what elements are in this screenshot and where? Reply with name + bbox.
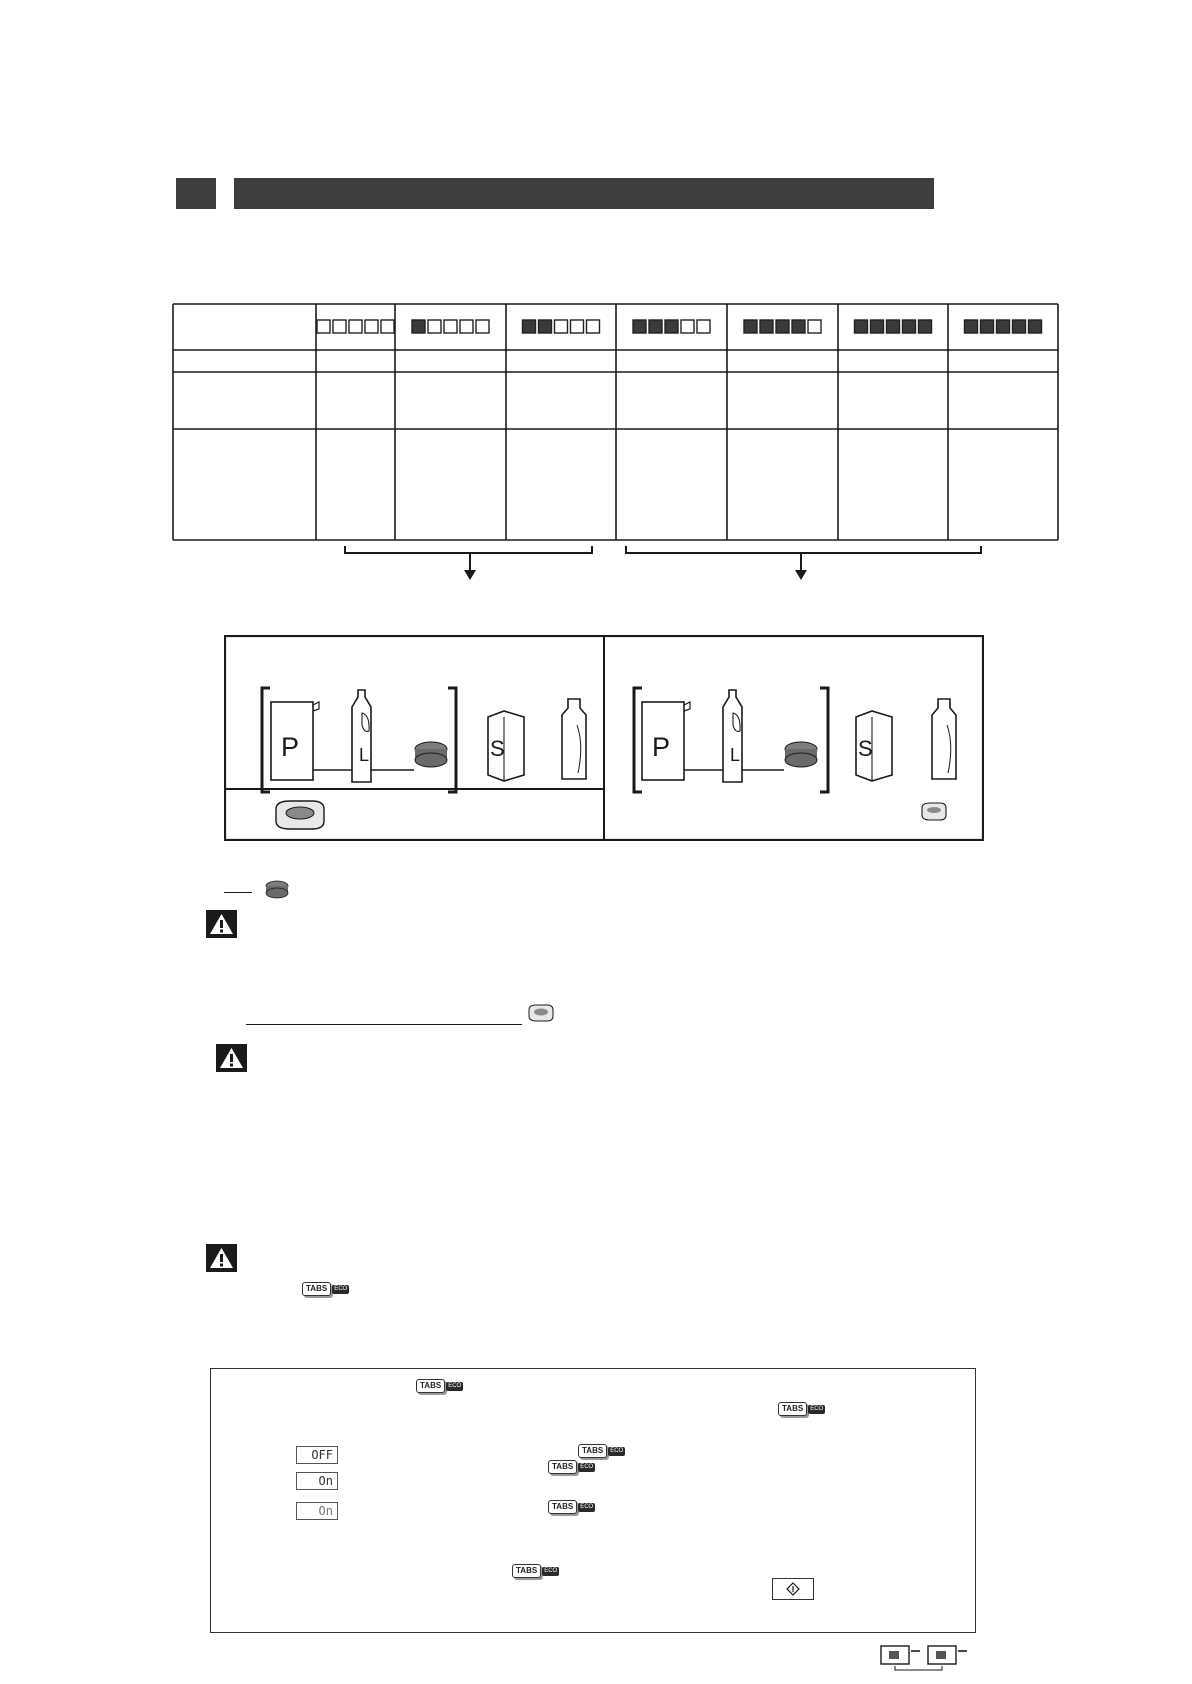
liquid-bottle-icon: L xyxy=(351,689,372,783)
level-square-filled xyxy=(963,319,979,334)
powder-letter: P xyxy=(281,732,299,762)
multi-function-tablet-icon xyxy=(921,802,947,821)
level-square-empty xyxy=(459,319,474,334)
level-square-filled xyxy=(648,319,663,334)
products-graphic: P L S xyxy=(224,635,984,841)
water-hardness-table xyxy=(172,303,1059,541)
liquid-letter: L xyxy=(730,745,740,765)
hardness-level-3 xyxy=(521,319,601,334)
level-square-filled xyxy=(632,319,647,334)
level-square-filled xyxy=(775,319,790,334)
level-square-empty xyxy=(380,319,395,334)
bracket-open xyxy=(632,686,642,794)
tabs-setting-panel xyxy=(210,1368,976,1633)
bracket-left xyxy=(344,546,593,554)
set-buttons-icon xyxy=(880,1645,967,1671)
warning-triangle-icon xyxy=(206,910,237,938)
arrow-down-icon xyxy=(464,570,476,580)
level-square-filled xyxy=(1027,319,1043,334)
rinse-aid-bottle-icon xyxy=(931,698,957,780)
salt-box-icon: S xyxy=(855,710,893,782)
detergent-tablet-icon xyxy=(784,741,818,768)
level-square-filled xyxy=(917,319,933,334)
level-square-empty xyxy=(680,319,695,334)
level-square-filled xyxy=(791,319,806,334)
level-square-filled xyxy=(995,319,1011,334)
salt-letter: S xyxy=(490,736,505,761)
level-square-filled xyxy=(853,319,869,334)
level-square-empty xyxy=(332,319,347,334)
powder-box-icon: P xyxy=(641,701,691,781)
bracket-close xyxy=(448,686,458,794)
arrow-down-icon xyxy=(795,570,807,580)
liquid-letter: L xyxy=(359,745,369,765)
detergent-tablet-icon xyxy=(414,741,448,768)
level-square-filled xyxy=(521,319,537,334)
section-number-block xyxy=(176,178,216,209)
level-square-empty xyxy=(364,319,379,334)
hardness-level-6 xyxy=(853,319,933,334)
products-right-group: P L S xyxy=(632,686,957,821)
level-square-filled xyxy=(1011,319,1027,334)
level-square-filled xyxy=(411,319,426,334)
level-square-empty xyxy=(569,319,585,334)
start-button-icon xyxy=(772,1578,814,1600)
salt-box-icon: S xyxy=(487,710,525,782)
products-left-group: P L S xyxy=(260,686,587,830)
bracket-close xyxy=(820,686,830,794)
salt-letter: S xyxy=(858,736,873,761)
note-underline xyxy=(246,1024,522,1025)
hardness-level-4 xyxy=(632,319,711,334)
liquid-bottle-icon: L xyxy=(722,689,743,783)
hardness-table-graphic xyxy=(172,303,1059,541)
level-square-filled xyxy=(537,319,553,334)
level-square-empty xyxy=(316,319,331,334)
level-square-empty xyxy=(443,319,458,334)
hardness-level-2 xyxy=(411,319,490,334)
level-square-filled xyxy=(979,319,995,334)
level-square-empty xyxy=(696,319,711,334)
level-square-empty xyxy=(427,319,442,334)
multi-function-tablet-icon xyxy=(528,1004,554,1022)
detergent-products-diagram: P L S xyxy=(224,635,984,841)
warning-triangle-icon xyxy=(216,1044,247,1072)
level-square-filled xyxy=(901,319,917,334)
section-title-bar xyxy=(234,178,934,209)
warning-triangle-icon xyxy=(206,1244,237,1272)
level-square-filled xyxy=(759,319,774,334)
hardness-level-5 xyxy=(743,319,822,334)
level-square-empty xyxy=(585,319,601,334)
level-square-empty xyxy=(348,319,363,334)
level-square-filled xyxy=(869,319,885,334)
powder-box-icon: P xyxy=(270,701,320,781)
hardness-level-indicators xyxy=(316,319,1043,334)
bracket-open xyxy=(260,686,270,794)
powder-letter: P xyxy=(652,732,670,762)
level-square-filled xyxy=(885,319,901,334)
level-square-empty xyxy=(475,319,490,334)
bracket-right xyxy=(625,546,982,554)
table-grid xyxy=(172,303,1059,541)
detergent-tablet-icon xyxy=(265,880,289,899)
display-on: On xyxy=(296,1472,338,1490)
rinse-aid-bottle-icon xyxy=(561,698,587,780)
multi-function-tablet-icon xyxy=(275,800,325,830)
table-group-brackets xyxy=(344,546,982,580)
note-underline xyxy=(224,892,252,893)
level-square-empty xyxy=(553,319,569,334)
level-square-empty xyxy=(807,319,822,334)
hardness-level-7 xyxy=(963,319,1043,334)
level-square-filled xyxy=(664,319,679,334)
level-square-filled xyxy=(743,319,758,334)
display-off: OFF xyxy=(296,1446,338,1464)
hardness-level-1 xyxy=(316,319,395,334)
display-tabs-on: On xyxy=(296,1502,338,1520)
